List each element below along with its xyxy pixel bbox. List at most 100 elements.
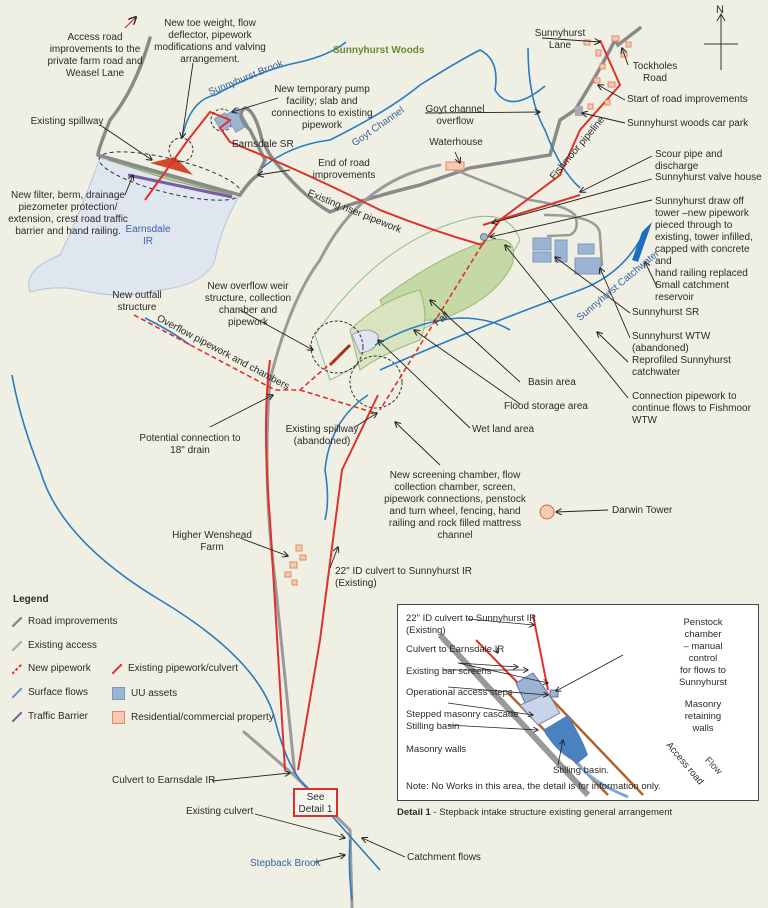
- detail-label-masonry-walls: Masonry walls: [406, 744, 467, 755]
- uu-assets-icon: [112, 687, 125, 700]
- traffic-barrier: [127, 173, 233, 199]
- label-spillway-abandoned: Existing spillway (abandoned): [285, 424, 359, 447]
- label-culvert-22: 22" ID culvert to Sunnyhurst IR (Existin…: [335, 566, 472, 589]
- legend-item: Traffic Barrier: [12, 711, 88, 722]
- road-improvements: [96, 26, 642, 214]
- label-overflow-weir: New overflow weir structure, collection …: [204, 281, 292, 328]
- label-existing-spillway: Existing spillway: [30, 116, 104, 127]
- dam-berm: [107, 159, 233, 196]
- new-pipework-branch: [299, 389, 376, 414]
- legend-item: Existing pipework/culvert: [112, 663, 238, 674]
- label-earnsdale-sr: Earnsdale SR: [232, 139, 294, 150]
- label-small-reservoir: Small catchment reservoir: [655, 280, 729, 303]
- uu-assets: [213, 107, 602, 275]
- label-waterhouse: Waterhouse: [429, 137, 483, 148]
- leader-lines: [99, 37, 658, 863]
- label-pump-facility: New temporary pump facility; slab and co…: [271, 84, 373, 131]
- label-screening-chamber: New screening chamber, flow collection c…: [384, 470, 526, 541]
- detail-note: Note: No Works in this area, the detail …: [406, 781, 661, 792]
- culvert-earnsdale: [265, 359, 286, 771]
- label-draw-off-tower: Sunnyhurst draw off tower –new pipework …: [655, 196, 753, 279]
- sunnyhurst-catchwater: [379, 239, 641, 371]
- existing-spillway-shape: [150, 157, 193, 175]
- label-goyt-overflow: Goyt channel overflow: [425, 104, 485, 127]
- new-overflow-pipework: [133, 314, 341, 391]
- earnsdale-reservoir: [28, 157, 239, 296]
- legend-title: Legend: [13, 594, 49, 605]
- car-park: [575, 106, 583, 116]
- legend-item: UU assets: [112, 687, 177, 700]
- detail-label-culvert-earnsdale: Culvert to Earnsdale IR: [406, 644, 505, 655]
- catchwater-inner: [374, 317, 511, 346]
- label-valve-house: Sunnyhurst valve house: [655, 172, 762, 183]
- label-catchment-flows: Catchment flows: [407, 852, 481, 863]
- small-catchment-reservoir: [632, 222, 652, 262]
- legend-label: Road improvements: [28, 616, 118, 627]
- detail-label-bar-screens: Existing bar screens: [406, 666, 492, 677]
- wet-land-area: [351, 329, 379, 354]
- legend-label: Surface flows: [28, 687, 89, 698]
- legend-label: Existing pipework/culvert: [128, 663, 239, 674]
- label-potential-connection: Potential connection to 18" drain: [139, 433, 241, 456]
- label-toe-weight: New toe weight, flow deflector, pipework…: [154, 18, 266, 65]
- property-icon: [112, 711, 125, 724]
- label-sunnyhurst-woods: Sunnyhurst Woods: [333, 45, 425, 56]
- road-branch-lower: [242, 730, 297, 778]
- label-car-park: Sunnyhurst woods car park: [627, 118, 749, 129]
- stepback-brook: [348, 839, 353, 901]
- scour-pipe: [482, 194, 581, 226]
- label-start-road: Start of road improvements: [627, 94, 748, 105]
- label-sunnyhurst-sr: Sunnyhurst SR: [632, 307, 700, 318]
- label-higher-wenshead: Higher Wenshead Farm: [172, 530, 252, 553]
- detail-cascade: [519, 692, 561, 726]
- label-new-filter: New filter, berm, drainage piezometer pr…: [8, 190, 128, 237]
- label-access-road: Access road improvements to the private …: [47, 32, 143, 79]
- detail-label-cascade: Stepped masonry cascade Stilling basin: [406, 709, 519, 732]
- label-tockholes-road: Tockholes Road: [632, 61, 678, 84]
- detail-label-culvert-22: 22" ID culvert to Sunnyhurst IR (Existin…: [406, 613, 537, 636]
- label-scour-pipe: Scour pipe and discharge: [655, 149, 723, 172]
- detail-caption-text: - Stepback intake structure existing gen…: [430, 807, 673, 818]
- traffic-barrier-icon: [12, 711, 22, 722]
- legend-label: New pipework: [28, 663, 91, 674]
- existing-access-road: [265, 163, 442, 908]
- legend-label: Residential/commercial property: [131, 712, 274, 723]
- label-reprofiled: Reprofiled Sunnyhurst catchwater: [632, 355, 731, 378]
- label-sunnyhurst-wtw: Sunnyhurst WTW (abandoned): [632, 331, 711, 354]
- legend-item: Existing access: [12, 640, 97, 651]
- earnsdale-riser-pipe: [144, 110, 483, 246]
- label-stepback-brook: Stepback Brook: [250, 858, 321, 869]
- screening-circle: [349, 355, 403, 409]
- legend-item: Road improvements: [12, 616, 117, 627]
- legend-item: Surface flows: [12, 687, 88, 698]
- label-existing-culvert: Existing culvert: [186, 806, 254, 817]
- north-label: N: [716, 4, 724, 16]
- north-arrow-icon: [704, 12, 738, 70]
- legend-label: UU assets: [131, 688, 178, 699]
- culvert-22: [297, 394, 379, 771]
- legend-item: Residential/commercial property: [112, 711, 274, 724]
- legend-label: Traffic Barrier: [28, 711, 89, 722]
- flood-storage-area: [349, 289, 426, 371]
- west-stream: [11, 374, 381, 871]
- draw-off-tower: [480, 233, 488, 241]
- detail-drawing: [437, 614, 644, 799]
- detail-1-panel: 22" ID culvert to Sunnyhurst IR (Existin…: [397, 604, 759, 801]
- label-sunnyhurst-lane: Sunnyhurst Lane: [534, 28, 586, 51]
- detail-label-access-steps: Operational access steps: [406, 687, 513, 698]
- detail-label-penstock: Penstock chamber – manual control for fl…: [678, 617, 728, 688]
- goyt-channel: [261, 49, 546, 169]
- legend-item: New pipework: [12, 663, 91, 674]
- detail-culvert-earnsdale: [475, 639, 519, 684]
- see-detail-box: See Detail 1: [293, 788, 338, 817]
- surface-flows-icon: [12, 687, 22, 698]
- existing-pipework-icon: [112, 663, 122, 674]
- label-wet-land: Wet land area: [472, 424, 535, 435]
- label-darwin-tower: Darwin Tower: [612, 505, 673, 516]
- label-connection-pipework: Connection pipework to continue flows to…: [632, 391, 751, 426]
- access-road-branch: [453, 168, 604, 267]
- detail-label-stilling-basin: Stilling basin.: [553, 765, 609, 776]
- existing-access-icon: [12, 640, 22, 651]
- label-new-outfall: New outfall structure: [112, 290, 162, 313]
